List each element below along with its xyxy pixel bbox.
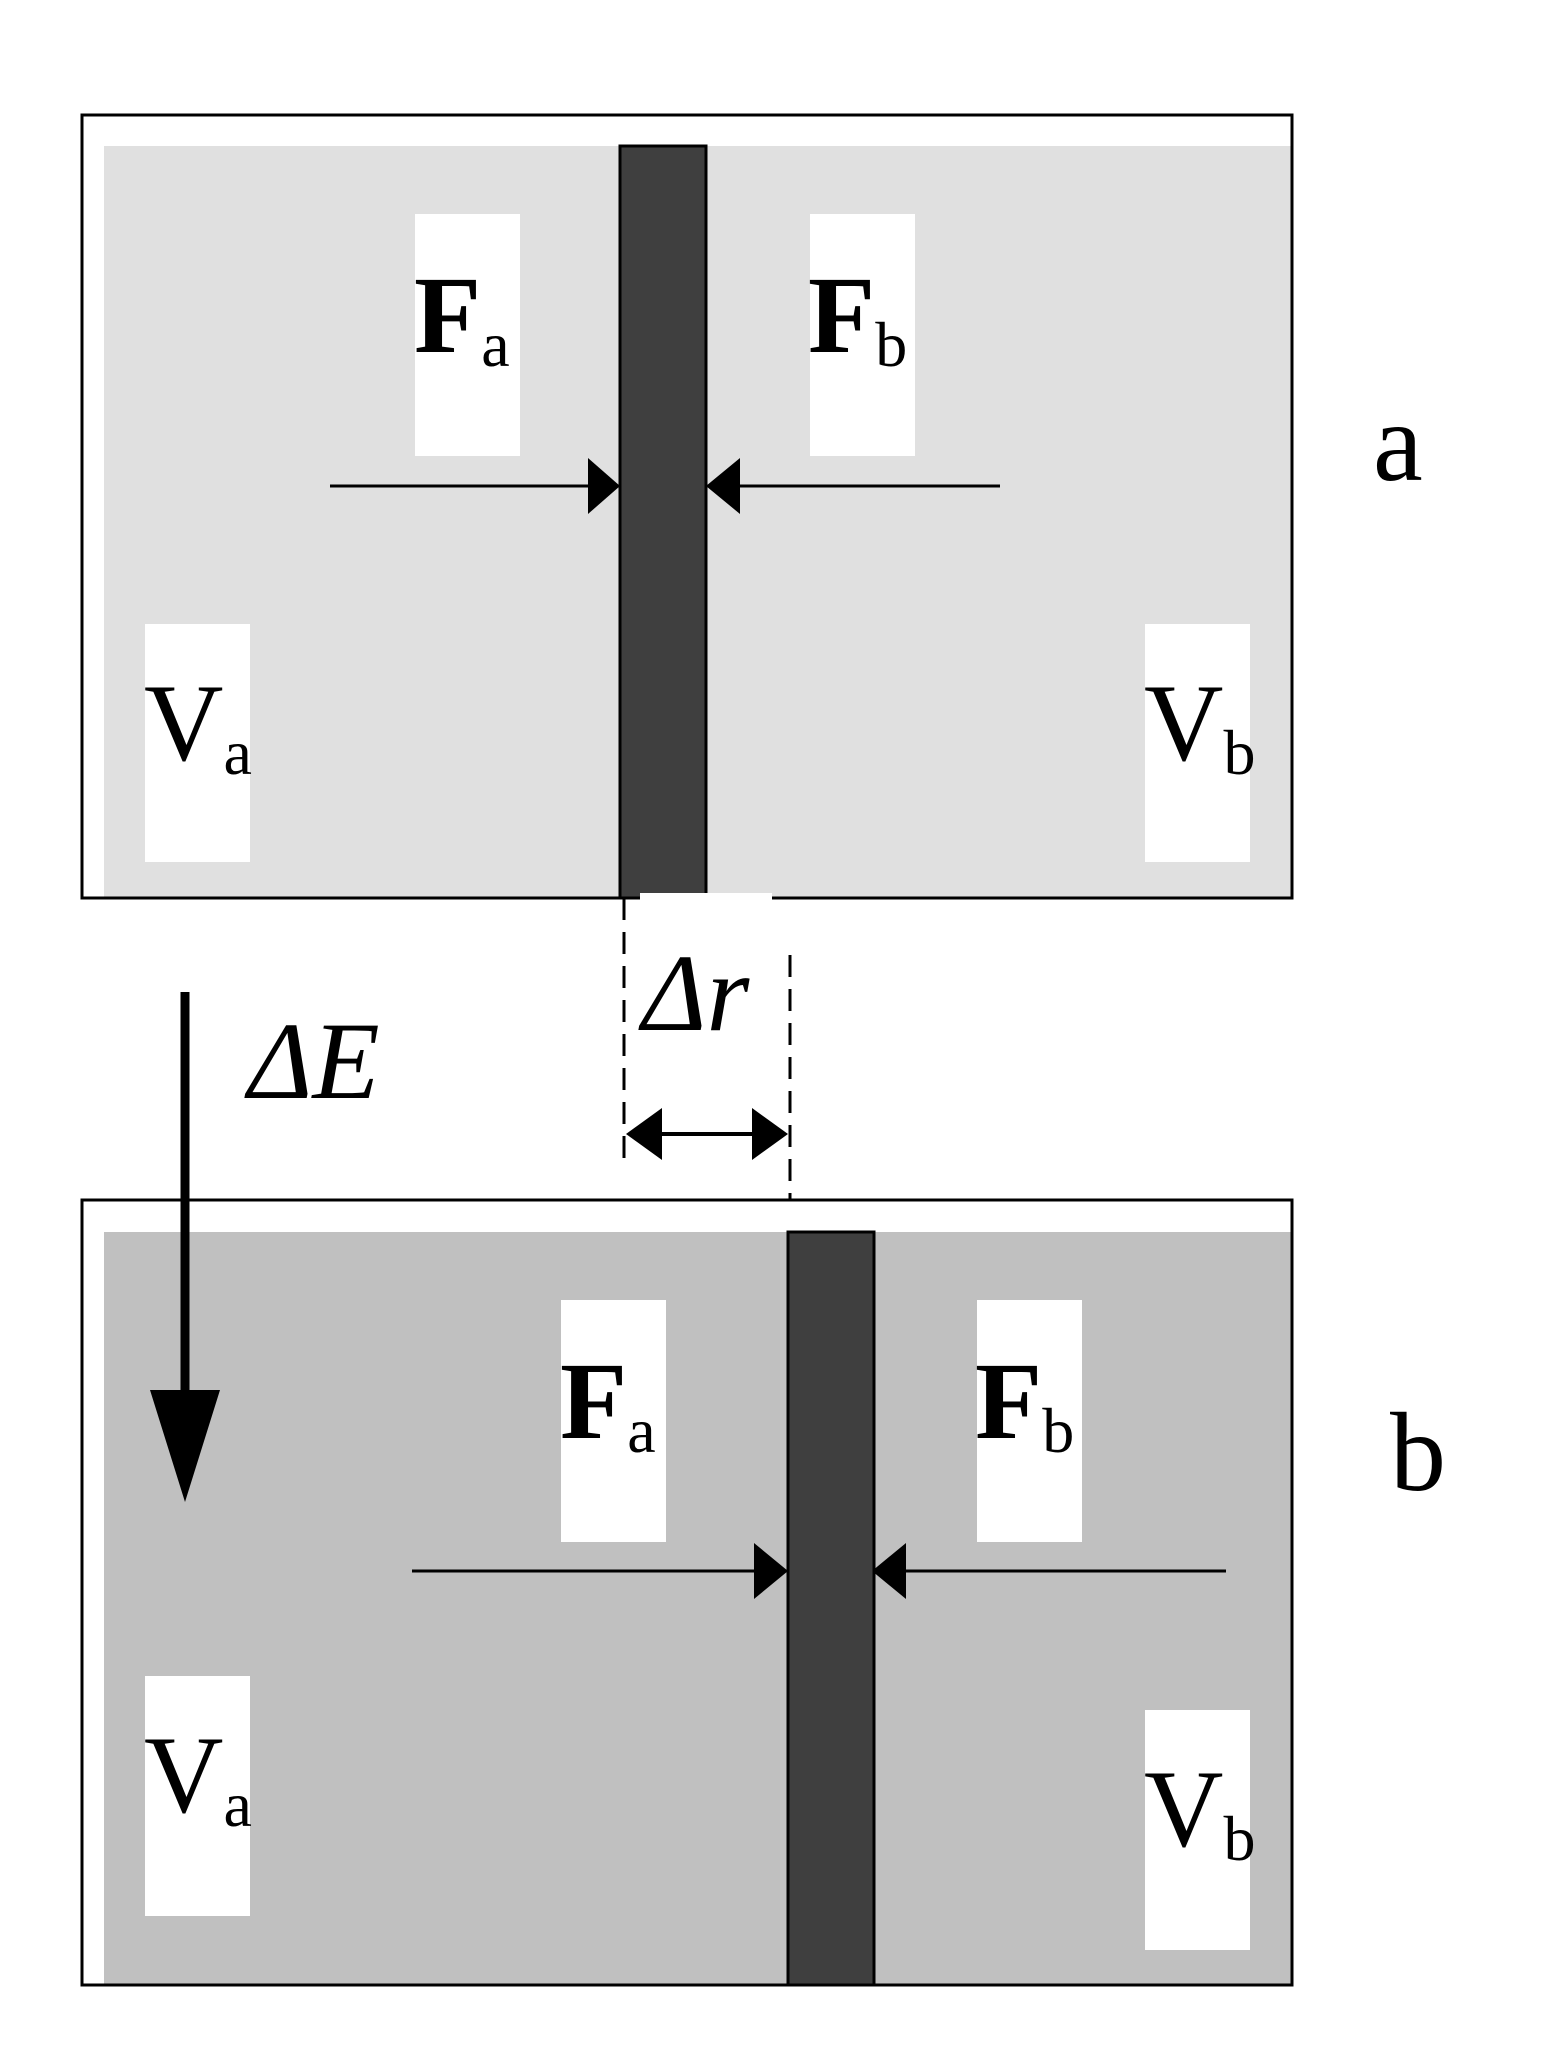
panel-b-va-box bbox=[145, 1676, 250, 1916]
panel-b-force-left-arrowhead bbox=[754, 1543, 788, 1599]
panel-a-vb-box bbox=[1145, 624, 1250, 862]
panel-a-va-box bbox=[145, 624, 250, 862]
panel-b-volume-left-label: Va bbox=[144, 1714, 252, 1840]
panel-a-bottom-gap bbox=[640, 893, 772, 905]
panel-b-vb-box bbox=[1145, 1710, 1250, 1950]
displacement-arrowhead-left bbox=[626, 1108, 662, 1160]
panel-b-force-right-arrowhead bbox=[872, 1543, 906, 1599]
panel-b-gas-fill bbox=[104, 1232, 1292, 1985]
panel-b-fb-box bbox=[977, 1300, 1082, 1542]
panel-b-frame-outline bbox=[80, 1198, 1294, 1987]
panel-b-tag: b bbox=[1390, 1391, 1446, 1515]
energy-label: ΔE bbox=[244, 1000, 380, 1122]
panel-a-fb-box bbox=[810, 214, 915, 456]
panel-b-fa-box bbox=[561, 1300, 666, 1542]
panel-a-fa-box bbox=[415, 214, 520, 456]
panel-a: Fa Fb Va Vb a bbox=[80, 113, 1423, 900]
panel-a-volume-right-label: Vb bbox=[1144, 662, 1255, 788]
panel-b-piston bbox=[786, 1230, 876, 1987]
displacement-arrowhead-right bbox=[752, 1108, 788, 1160]
displacement-label: Δr bbox=[638, 932, 751, 1054]
panel-b-force-left-label: Fa bbox=[560, 1340, 656, 1466]
panel-a-force-right-label: Fb bbox=[808, 254, 907, 380]
panel-a-force-left-arrowhead bbox=[588, 458, 620, 514]
panel-b: Fa Fb Va Vb b bbox=[80, 1198, 1446, 1987]
panel-a-force-left-label: Fa bbox=[414, 254, 510, 380]
panel-b-volume-right-label: Vb bbox=[1144, 1748, 1255, 1874]
panel-a-volume-left-label: Va bbox=[144, 662, 252, 788]
displacement-indicator: Δr bbox=[622, 898, 792, 1230]
energy-arrowhead-overlay bbox=[150, 1390, 220, 1502]
panel-b-force-right-label: Fb bbox=[975, 1340, 1074, 1466]
panel-a-tag: a bbox=[1373, 381, 1423, 505]
panel-a-force-right-arrowhead bbox=[706, 458, 740, 514]
panel-a-piston bbox=[618, 144, 708, 900]
